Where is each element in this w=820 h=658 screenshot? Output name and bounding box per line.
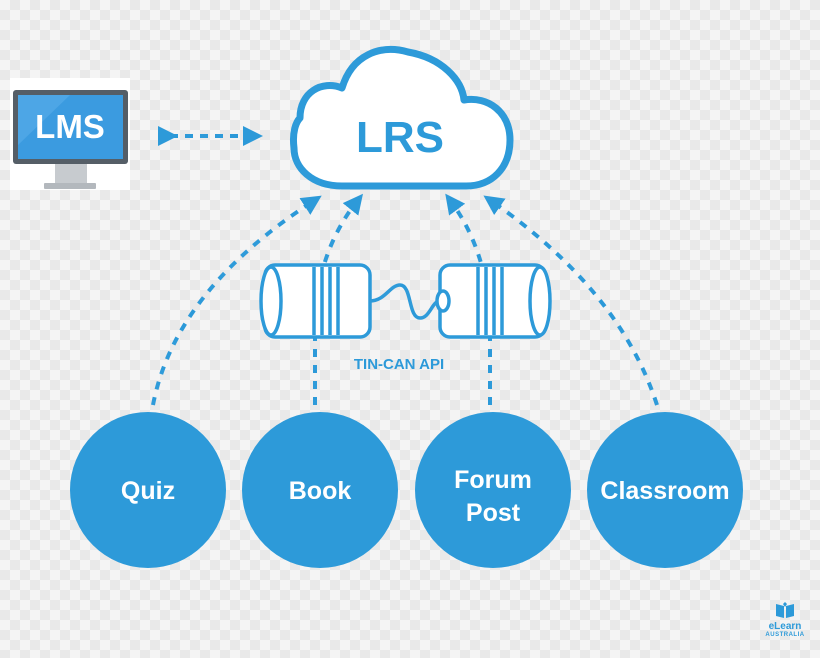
tin-can-api-label: TIN-CAN API — [354, 356, 444, 373]
source-node-classroom: Classroom — [587, 412, 743, 568]
lrs-cloud-icon: LRS — [290, 46, 514, 190]
quiz-arrow — [151, 195, 322, 406]
book-label: Book — [289, 477, 352, 505]
source-arrows — [151, 193, 659, 406]
tin-can-icon — [259, 263, 552, 339]
lrs-label: LRS — [356, 113, 444, 162]
forum-label: Forum — [454, 466, 532, 494]
source-node-forum-post: Forum Post — [415, 412, 571, 568]
source-node-quiz: Quiz — [70, 412, 226, 568]
classroom-label: Classroom — [600, 477, 729, 505]
logo-subtitle: AUSTRALIA — [765, 632, 805, 638]
forum-post-arrow — [445, 193, 492, 405]
book-logo-icon — [776, 602, 794, 618]
quiz-label: Quiz — [121, 477, 175, 505]
classroom-arrow — [483, 195, 659, 406]
logo-name: eLearn — [768, 621, 802, 632]
post-label: Post — [466, 499, 521, 527]
elearn-australia-logo: eLearn AUSTRALIA — [760, 600, 810, 650]
lms-monitor-icon: LMS — [13, 90, 128, 189]
lms-label: LMS — [35, 108, 105, 145]
book-arrow — [313, 193, 363, 405]
source-node-book: Book — [242, 412, 398, 568]
